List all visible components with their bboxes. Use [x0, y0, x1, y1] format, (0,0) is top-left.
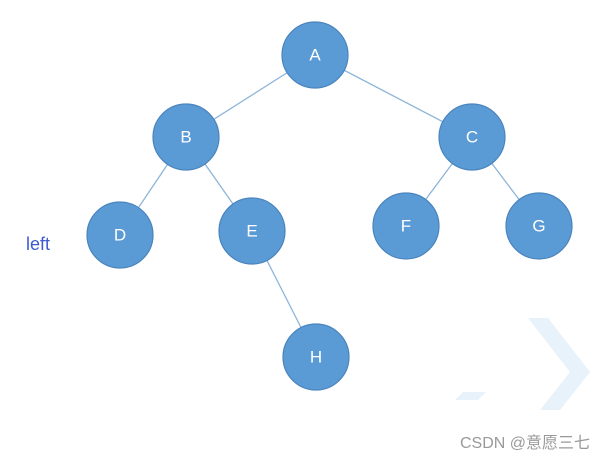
node-b: B	[152, 103, 220, 171]
node-b-label: B	[180, 128, 191, 147]
tree-nodes: A B C D E F G H	[86, 21, 573, 391]
node-e-label: E	[246, 222, 257, 241]
node-c-label: C	[466, 128, 478, 147]
watermark-logo-icon	[455, 318, 590, 410]
node-a-label: A	[309, 46, 321, 65]
node-e: E	[218, 197, 286, 265]
node-f-label: F	[401, 217, 411, 236]
node-f: F	[372, 192, 440, 260]
node-g: G	[505, 192, 573, 260]
left-annotation: left	[26, 234, 51, 254]
tree-edges	[119, 54, 540, 358]
node-g-label: G	[532, 217, 545, 236]
node-a: A	[281, 21, 349, 89]
watermark-credit: CSDN @意愿三七	[459, 435, 590, 452]
node-c: C	[438, 103, 506, 171]
node-d-label: D	[114, 226, 126, 245]
node-h-label: H	[310, 348, 322, 367]
node-h: H	[282, 323, 350, 391]
node-d: D	[86, 201, 154, 269]
